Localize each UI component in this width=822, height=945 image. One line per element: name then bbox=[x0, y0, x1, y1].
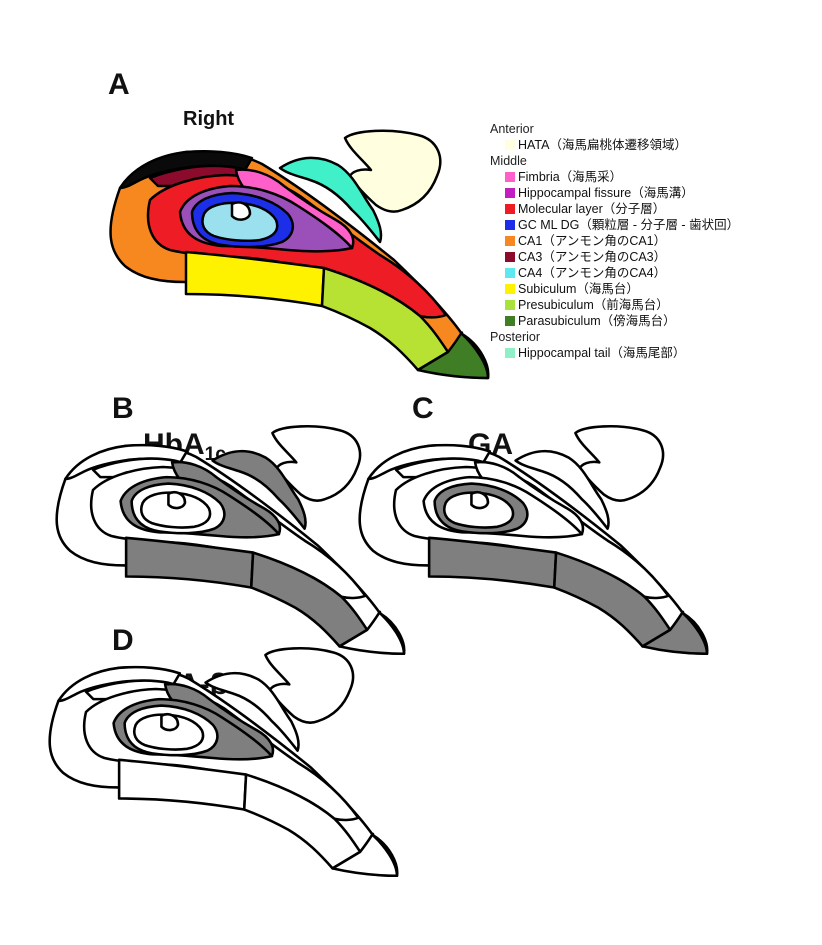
hata-region bbox=[343, 129, 442, 213]
panel-c-diagram bbox=[358, 424, 709, 656]
legend-item-label: Subiculum（海馬台） bbox=[518, 282, 639, 296]
legend-group-label: Anterior bbox=[490, 122, 534, 136]
panel-d-letter: D bbox=[112, 624, 134, 657]
legend-item: Parasubiculum（傍海馬台） bbox=[490, 313, 739, 329]
tail-region bbox=[204, 671, 300, 752]
legend-item-label: Hippocampal tail（海馬尾部） bbox=[518, 346, 686, 360]
tail-region bbox=[278, 156, 383, 244]
legend-swatch bbox=[505, 300, 515, 310]
panel-b-letter: B bbox=[112, 392, 134, 425]
legend-item: Subiculum（海馬台） bbox=[490, 281, 739, 297]
legend-item-label: Hippocampal fissure（海馬溝） bbox=[518, 186, 694, 200]
legend-swatch bbox=[505, 188, 515, 198]
legend-group-label: Middle bbox=[490, 154, 527, 168]
legend-item: CA3（アンモン角のCA3） bbox=[490, 249, 739, 265]
tail-region bbox=[211, 449, 307, 530]
inner-cut-region bbox=[230, 201, 252, 221]
legend-item: CA1（アンモン角のCA1） bbox=[490, 233, 739, 249]
panel-a-diagram bbox=[109, 129, 490, 380]
panel-c-letter: C bbox=[412, 392, 434, 425]
legend-item-label: Parasubiculum（傍海馬台） bbox=[518, 314, 676, 328]
legend-item-label: GC ML DG（顆粒層 - 分子層 - 歯状回） bbox=[518, 218, 740, 232]
parasubiculum-region bbox=[331, 832, 399, 878]
legend-swatch bbox=[505, 252, 515, 262]
legend-item: Hippocampal fissure（海馬溝） bbox=[490, 185, 739, 201]
legend-item-label: Molecular layer（分子層） bbox=[518, 202, 666, 216]
legend-item: CA4（アンモン角のCA4） bbox=[490, 265, 739, 281]
legend-item: Fimbria（海馬采） bbox=[490, 169, 739, 185]
legend-group-label: Posterior bbox=[490, 330, 541, 344]
legend-item: Presubiculum（前海馬台） bbox=[490, 297, 739, 313]
hata-region bbox=[271, 424, 362, 502]
inner-cut-region bbox=[160, 712, 180, 732]
legend-item-label: Fimbria（海馬采） bbox=[518, 170, 623, 184]
parasubiculum-region bbox=[338, 610, 406, 656]
panel-d-diagram bbox=[48, 646, 399, 878]
panel-b-diagram bbox=[55, 424, 406, 656]
legend-item: Hippocampal tail（海馬尾部） bbox=[490, 345, 739, 361]
legend-item: Molecular layer（分子層） bbox=[490, 201, 739, 217]
hata-region bbox=[574, 424, 665, 502]
legend-item-label: Presubiculum（前海馬台） bbox=[518, 298, 669, 312]
legend-swatch bbox=[505, 268, 515, 278]
parasubiculum-region bbox=[641, 610, 709, 656]
legend-swatch bbox=[505, 348, 515, 358]
legend-swatch bbox=[505, 236, 515, 246]
legend-item-label: HATA（海馬扁桃体遷移領域） bbox=[518, 138, 687, 152]
legend-swatch bbox=[505, 220, 515, 230]
legend-swatch bbox=[505, 140, 515, 150]
tail-region bbox=[514, 449, 610, 530]
panel-a-letter: A bbox=[108, 68, 130, 101]
legend-swatch bbox=[505, 316, 515, 326]
hata-region bbox=[264, 646, 355, 724]
legend-item: GC ML DG（顆粒層 - 分子層 - 歯状回） bbox=[490, 217, 739, 233]
legend-item: HATA（海馬扁桃体遷移領域） bbox=[490, 137, 739, 153]
inner-cut-region bbox=[167, 490, 187, 510]
legend-swatch bbox=[505, 172, 515, 182]
legend-swatch bbox=[505, 284, 515, 294]
legend-item-label: CA1（アンモン角のCA1） bbox=[518, 234, 667, 248]
parasubiculum-region bbox=[416, 331, 490, 380]
legend-item-label: CA3（アンモン角のCA3） bbox=[518, 250, 667, 264]
panel-a-title: Right bbox=[183, 108, 235, 130]
inner-cut-region bbox=[470, 490, 490, 510]
legend-item-label: CA4（アンモン角のCA4） bbox=[518, 266, 667, 280]
legend-swatch bbox=[505, 204, 515, 214]
